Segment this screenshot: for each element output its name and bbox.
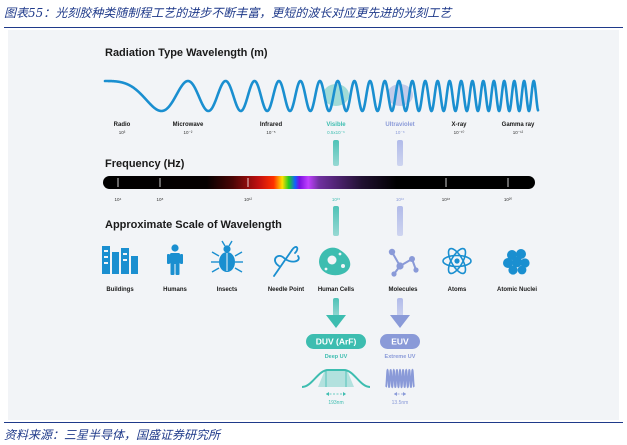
scale-label: Atomic Nuclei (497, 287, 537, 293)
ultraviolet-connector (397, 140, 403, 166)
euv-wave-illustration (385, 368, 415, 389)
euv-dimension: 13.5nm (392, 400, 409, 406)
band-labels: Radio 10³ Microwave 10⁻² Infrared 10⁻⁵ V… (114, 122, 535, 135)
scale-label-molecules: Molecules (388, 287, 418, 293)
frequency-section-title: Frequency (Hz) (105, 158, 185, 170)
scale-label: Atoms (448, 287, 467, 293)
scale-label: Humans (163, 287, 187, 293)
band-name: Infrared (260, 122, 283, 128)
band-wavelength: 10⁻¹² (513, 130, 524, 135)
frequency-label: 10¹² (244, 197, 253, 202)
visible-connector-2 (333, 206, 339, 236)
band-wavelength-visible: 0.5x10⁻⁶ (327, 130, 345, 135)
buildings-icon (102, 246, 138, 274)
frequency-label: 10¹⁸ (442, 197, 451, 202)
band-name-visible: Visible (326, 122, 346, 128)
frequency-labels: 10⁴ 10⁸ 10¹² 10¹⁵ 10¹⁶ 10¹⁸ 10²⁰ (115, 197, 513, 202)
ultraviolet-connector-2 (397, 206, 403, 236)
atom-icon (442, 247, 472, 275)
needle-icon (273, 246, 300, 277)
frequency-label: 10⁸ (157, 197, 164, 202)
duv-wave-illustration (301, 369, 371, 396)
duv-badge: DUV (ArF) (306, 334, 366, 349)
band-wavelength: 10⁻¹⁰ (454, 130, 465, 135)
scale-label-human-cells: Human Cells (318, 287, 355, 293)
spectrum-bar (103, 176, 535, 189)
wavelength-wave (103, 79, 540, 113)
scale-label: Insects (217, 287, 238, 293)
cell-icon (319, 247, 351, 276)
duv-label: DUV (ArF) (316, 337, 357, 347)
band-name-ultraviolet: Ultraviolet (385, 122, 414, 128)
figure-source: 资料来源：三星半导体，国盛证券研究所 (4, 422, 623, 442)
visible-connector (333, 140, 339, 166)
scale-label: Needle Point (268, 287, 304, 293)
band-wavelength: 10⁻⁵ (266, 130, 275, 135)
band-wavelength-ultraviolet: 10⁻⁸ (395, 130, 404, 135)
figure-title: 图表55：光刻胶种类随制程工艺的进步不断丰富，更短的波长对应更先进的光刻工艺 (4, 2, 623, 28)
scale-label: Buildings (106, 287, 134, 293)
diagram-panel: Radiation Type Wavelength (m) Radio 10³ … (8, 30, 619, 420)
euv-dimension-marker (394, 392, 406, 396)
insect-icon (211, 240, 243, 273)
euv-sublabel: Extreme UV (385, 354, 416, 360)
duv-arrow (326, 298, 346, 328)
euv-label: EUV (391, 337, 409, 347)
frequency-label-visible: 10¹⁵ (332, 197, 341, 202)
duv-sublabel: Deep UV (325, 354, 348, 360)
band-wavelength: 10⁻² (184, 130, 193, 135)
euv-arrow (390, 298, 410, 328)
band-name: Gamma ray (502, 122, 535, 128)
spectrum-ticks (117, 178, 509, 187)
scale-section-title: Approximate Scale of Wavelength (105, 219, 282, 231)
frequency-label-ultraviolet: 10¹⁶ (396, 197, 405, 202)
frequency-label: 10⁴ (115, 197, 122, 202)
spectrum-diagram: Radiation Type Wavelength (m) Radio 10³ … (102, 47, 540, 406)
frequency-label: 10²⁰ (504, 197, 513, 202)
band-wavelength: 10³ (119, 130, 126, 135)
band-name: Radio (114, 122, 131, 128)
scale-labels: Buildings Humans Insects Needle Point Hu… (106, 287, 537, 293)
nucleus-icon (503, 249, 530, 275)
band-name: X-ray (451, 122, 467, 128)
human-icon (167, 244, 183, 275)
molecule-icon (388, 248, 419, 277)
duv-dimension: 193nm (328, 400, 343, 406)
euv-badge: EUV (380, 334, 420, 349)
wavelength-section-title: Radiation Type Wavelength (m) (105, 47, 268, 59)
band-name: Microwave (173, 122, 204, 128)
